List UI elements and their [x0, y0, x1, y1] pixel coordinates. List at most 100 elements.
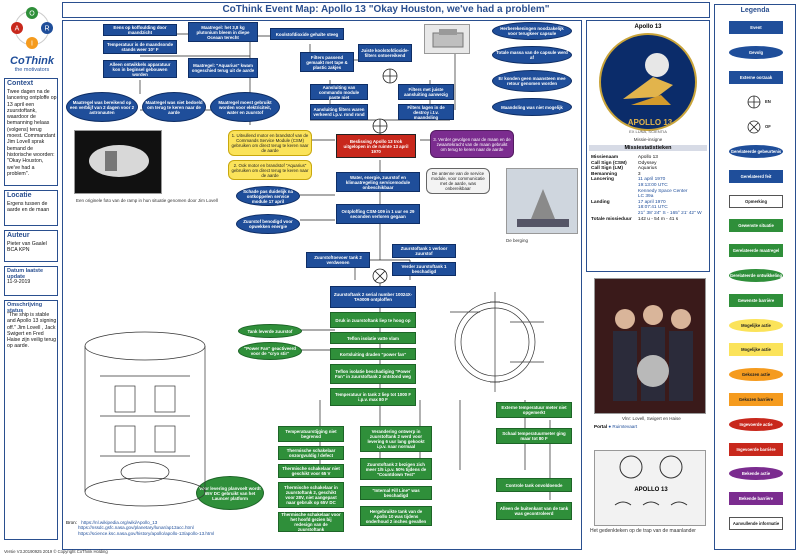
brand-tagline: the motivators: [14, 67, 50, 73]
mission-patch: APOLLO 13: [599, 33, 697, 131]
mission-row: Call Sign (CSM) Odyssey: [589, 161, 707, 167]
node-n35: Kortsluiting draden "power fan": [330, 348, 416, 360]
mission-row-value: Odyssey: [637, 160, 657, 166]
node-n28: Ontploffing CSM-109 in 1 uur en 29 secon…: [336, 204, 420, 224]
legend-item: Externe oorzaak: [729, 70, 783, 84]
crew-caption: Vlnr: Lovell, Swigert en Haise: [622, 416, 681, 421]
legend-item: EN: [765, 99, 771, 105]
mission-row: Call Sign (LM)Aquarius: [589, 166, 707, 172]
mission-row-value: 11 april 1970 19:13:00 UTC Kennedy Space…: [637, 177, 688, 200]
mission-row-value: Apollo 13: [637, 155, 658, 160]
plaque-title: APOLLO 13: [634, 487, 668, 493]
mission-row-key: Landing: [591, 199, 610, 205]
or-legend-icon: [747, 120, 761, 134]
node-n45: Voor levering planvoelt wordt 65V DC geb…: [196, 476, 264, 510]
portal-label: Portal: [594, 424, 608, 429]
legend-item: Gewenste barrière: [729, 293, 783, 307]
source-link-2[interactable]: https://nssdc.gsfc.nasa.gov/planetary/lu…: [78, 525, 194, 531]
source-link-3[interactable]: https://science.ksc.nasa.gov/history/apo…: [78, 530, 215, 536]
patch-text: APOLLO 13: [628, 118, 673, 127]
node-n20: 1. Uitvullend motor en brandstof van de …: [228, 130, 312, 156]
node-n7: Maatregel was niet bedoeld om terug te k…: [142, 92, 206, 122]
location-panel: Locatie Ergens tussen de aarde en de maa…: [4, 190, 58, 226]
mission-row-key: Missienaam: [591, 155, 619, 160]
mission-row-key: Call Sign (CSM): [591, 160, 627, 166]
node-n16: Herberekeningen noodzakelijk voor terugk…: [492, 22, 572, 40]
legend-title: Legenda: [740, 7, 770, 14]
node-n32: Zuurstoftank 2 serial number 10024X-TA00…: [330, 286, 416, 308]
node-n31: Verder zuurstoftank 1 beschadigd: [392, 262, 456, 276]
node-n15: Filters lagen in de destroy i.t.v. maand…: [398, 104, 454, 120]
mission-row-key: Bemanning: [591, 171, 618, 177]
legend-item: Opmerking: [729, 194, 783, 208]
node-n25: Zuurstof benodigd voor opwekken energie: [236, 214, 300, 234]
portal-row: Portal ● Ruimtevaart: [594, 424, 706, 429]
node-n10: Filters passend gemaakt met tape & plast…: [300, 52, 354, 72]
sources-label: Bron:: [66, 520, 77, 525]
node-n49: Hergebruikte tank van de Apollo 10 was t…: [360, 506, 432, 526]
node-n38: Tank leverde zuurstof: [238, 324, 302, 338]
status-panel: Omschrijving status "The ship is stable …: [4, 300, 58, 540]
status-title: Omschrijving status: [7, 302, 43, 314]
node-n3: Alleen ontwikkels apparatuur kon in begi…: [103, 60, 177, 78]
oxygen-tank-drawing: [440, 282, 550, 402]
legend-item: Gerelateerd feit: [729, 169, 783, 183]
mission-table: Missienaam Apollo 13 Call Sign (CSM) Odysse…: [589, 155, 707, 222]
node-n39: "Power Fan" geactiveerd voor de "cryo st…: [238, 342, 302, 360]
plaque-caption: Het gedenkteken op de trap van de maanla…: [590, 528, 696, 534]
source-link-1[interactable]: https://nl.wikipedia.org/wiki/Apollo_13: [81, 520, 158, 525]
node-n29: Zuurstoftoevoer tank 2 verdwenen: [306, 252, 370, 268]
recovery-photo: [506, 168, 578, 234]
node-n44: Thermische schakelaar voor het hoofd gez…: [278, 512, 344, 532]
recovery-caption: De berging: [506, 238, 529, 243]
mission-row-key: Call Sign (LM): [591, 166, 623, 172]
crew-photo: [594, 278, 706, 414]
portal-value[interactable]: Ruimtevaart: [612, 424, 638, 429]
node-n46: Verandering ontwerp in zuurstoftank 2 we…: [360, 426, 432, 452]
legend-item: Gewenste situatie: [729, 219, 783, 233]
legend-item: OF: [765, 124, 771, 130]
legend-item: Aanvullende informatie: [729, 517, 783, 530]
mission-row-key: Lancering: [591, 177, 614, 183]
node-n9: Koolstofdioxide gehalte steeg: [270, 28, 344, 40]
logo-letter-r: R: [44, 26, 49, 33]
cothink-logo-icon: O R I A: [11, 7, 53, 49]
legend-item: Gekozen actie: [729, 368, 783, 382]
node-n4: Maatregel: het 3,8 kg plutonium bleem in…: [188, 22, 258, 42]
legend-item: Gerelateerde ontwikkeling: [729, 269, 783, 282]
brand-logo: O R I A CoThink the motivators: [8, 6, 56, 76]
page-title: CoThink Event Map: Apollo 13 "Okay Houst…: [222, 4, 550, 15]
node-n40: Temperatuurstijging niet begrensd: [278, 426, 344, 442]
status-text: "The ship is stable and Apollo 13 signin…: [7, 312, 57, 350]
mission-header: Missiestatistieken: [589, 145, 707, 151]
mission-row-value: 17 april 1970 18:07:41 UTC 21° 38' 24" S…: [637, 199, 702, 216]
logo-letter-a: A: [15, 26, 20, 33]
node-n21: 2. Ook motor en brandstof "Aquarius" geb…: [228, 160, 312, 180]
node-n19: Maandsling was niet mogelijk: [492, 98, 572, 116]
node-n2: Temperatuur is de maandsonde stands weer…: [103, 40, 177, 54]
date-title: Datum laatste update: [7, 268, 44, 280]
mission-row: Lancering 11 april 1970 19:13:00 UTC Kenn…: [589, 177, 707, 199]
logo-letter-o: O: [29, 11, 35, 18]
node-n43: Thermische schakelaar in zuurstoftank 2,…: [278, 482, 344, 508]
location-title: Locatie: [7, 192, 32, 199]
node-n26: Water, energie, zuurstof en klimaatregel…: [336, 172, 420, 192]
node-n52: Controle tank onvoldoende: [496, 478, 572, 492]
and-legend-icon: [747, 95, 761, 109]
node-n11: Juiste koolstofdioxide-filters ontoereik…: [358, 44, 412, 62]
context-text: Twee dagen na de lancering ontploffe op …: [7, 89, 57, 177]
legend-item: Gekozen barrière: [729, 393, 783, 406]
node-n17: Totale massa van de capsule werd af: [492, 46, 572, 64]
legend-item: Event: [729, 21, 783, 34]
node-n34: Teflon isolatie vatte vlam: [330, 332, 416, 344]
mission-name: Apollo 13: [634, 24, 662, 30]
node-n33: Druk in zuurstoftank liep te hoog op: [330, 312, 416, 328]
node-n48: "Internal Fill Line" was beschadigd: [360, 486, 432, 500]
node-n47: Zuurstoftank 2 bezigen zich meer 1/5 i.p…: [360, 458, 432, 480]
node-n36: Teflon isolatie beschadiging "Power Fan"…: [330, 364, 416, 384]
legend-item: Ingevoerde barrière: [729, 442, 783, 456]
and-gate-icon-2: [372, 118, 388, 134]
node-n27: De antenne van de service module, voor c…: [426, 168, 490, 194]
